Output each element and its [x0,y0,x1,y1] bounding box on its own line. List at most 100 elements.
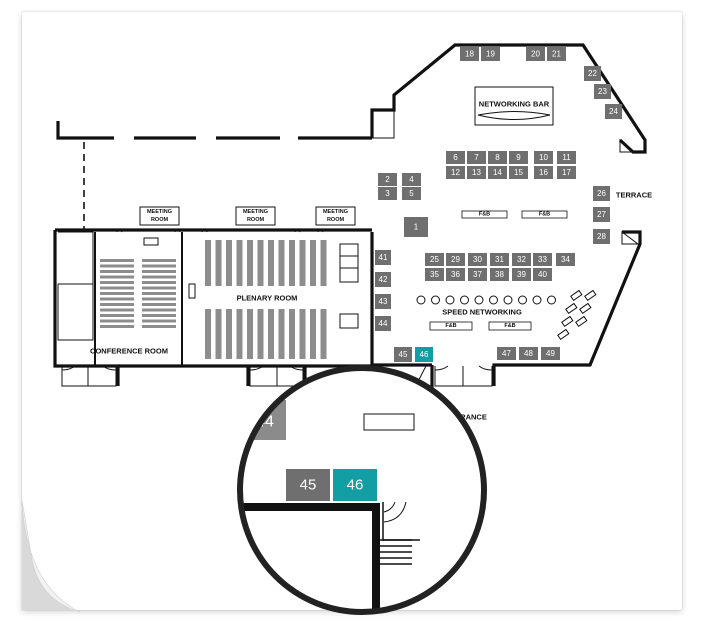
booth-48[interactable] [519,347,538,360]
booth-7-label: 7 [474,153,479,162]
booth-38[interactable] [490,268,509,281]
booth-30[interactable] [468,253,487,266]
booth-20[interactable] [526,47,545,61]
booth-37[interactable] [468,268,487,281]
conference-seat-row [100,308,134,312]
conference-seat-row [100,297,134,301]
booth-10[interactable] [534,151,553,164]
booth-3[interactable] [378,187,397,200]
booth-35[interactable] [425,268,444,281]
booth-47[interactable] [497,347,516,360]
booth-13-label: 13 [472,168,481,177]
conference-seat-row [142,297,176,301]
booth-39-label: 39 [517,270,526,279]
booth-15[interactable] [509,166,528,179]
booth-12-label: 12 [451,168,460,177]
booth-28[interactable] [593,229,610,244]
speed-networking-table [532,295,542,305]
booth-27[interactable] [593,207,610,222]
booth-31[interactable] [490,253,509,266]
booth-27-label: 27 [597,210,606,219]
booth-32[interactable] [512,253,531,266]
booth-42[interactable] [375,272,391,287]
booth-1[interactable] [404,217,428,237]
booth-36[interactable] [446,268,465,281]
zoom-stairs [378,539,412,565]
booth-11-label: 11 [562,153,571,162]
plenary-seat-column [247,240,253,286]
booth-26[interactable] [593,186,610,201]
booth-31-label: 31 [495,255,504,264]
booth-14-label: 14 [493,168,502,177]
booth-16-label: 16 [539,168,548,177]
lounge-tables [557,289,597,341]
booth-13[interactable] [467,166,486,179]
page-curl-shadow [22,505,75,610]
meeting-room-label-3: MEETING [323,209,348,215]
booth-42-label: 42 [379,275,388,284]
booth-18[interactable] [460,47,479,61]
zoom-booth-45[interactable] [286,469,330,501]
speed-networking-table [489,295,498,305]
booth-14[interactable] [488,166,507,179]
zoom-magnifier-content: 44 45 46 [240,368,484,612]
booth-39[interactable] [512,268,531,281]
plenary-seat-column [226,240,232,286]
speed-networking-table [460,295,469,305]
booth-17[interactable] [557,166,576,179]
booth-8[interactable] [488,151,507,164]
booth-4[interactable] [402,173,421,186]
booth-36-label: 36 [451,270,460,279]
plenary-seat-column [268,309,274,359]
booth-21[interactable] [547,47,566,61]
booth-46[interactable] [415,347,433,362]
booth-33[interactable] [533,253,552,266]
booth-41[interactable] [375,250,391,265]
booth-22-label: 22 [588,69,597,78]
booth-17-label: 17 [562,168,571,177]
booth-11[interactable] [557,151,576,164]
fb-stations: F&B F&B F&B F&B [429,210,568,331]
booth-32-label: 32 [517,255,526,264]
speed-networking-table [474,295,484,305]
booth-43[interactable] [375,294,391,309]
booth-24[interactable] [605,104,622,119]
svg-text:F&B: F&B [479,212,490,218]
booth-9[interactable] [509,151,528,164]
terrace-label: TERRACE [616,191,652,200]
booth-5[interactable] [402,187,421,200]
booth-49[interactable] [541,347,560,360]
zoom-booth-46[interactable] [333,469,377,501]
booth-25-label: 25 [430,255,439,264]
booth-16[interactable] [534,166,553,179]
booth-45[interactable] [394,347,412,362]
speed-networking-table [445,295,455,305]
speed-networking-table [503,295,513,305]
booth-23[interactable] [594,84,611,99]
booth-21-label: 21 [552,50,561,59]
conference-seat-row [142,303,176,306]
booth-25[interactable] [425,253,444,266]
booth-8-label: 8 [495,153,500,162]
booth-40[interactable] [533,268,552,281]
booth-22[interactable] [584,66,601,81]
booth-34[interactable] [556,253,575,266]
booth-12[interactable] [446,166,465,179]
booth-6[interactable] [446,151,465,164]
booth-2[interactable] [378,173,397,186]
plenary-seat-column [278,240,285,286]
booth-41-label: 41 [379,253,388,262]
booth-29[interactable] [446,253,465,266]
plenary-seat-column [320,240,327,286]
meeting-room-label-2: MEETING [243,209,268,215]
booth-19[interactable] [481,47,500,61]
conference-seat-row [142,264,176,268]
svg-text:ROOM: ROOM [327,217,345,223]
booth-26-label: 26 [597,189,606,198]
booth-7[interactable] [467,151,486,164]
booth-33-label: 33 [538,255,547,264]
plenary-seat-column [205,309,211,359]
plenary-seat-column [236,309,243,359]
booth-44[interactable] [375,316,391,331]
